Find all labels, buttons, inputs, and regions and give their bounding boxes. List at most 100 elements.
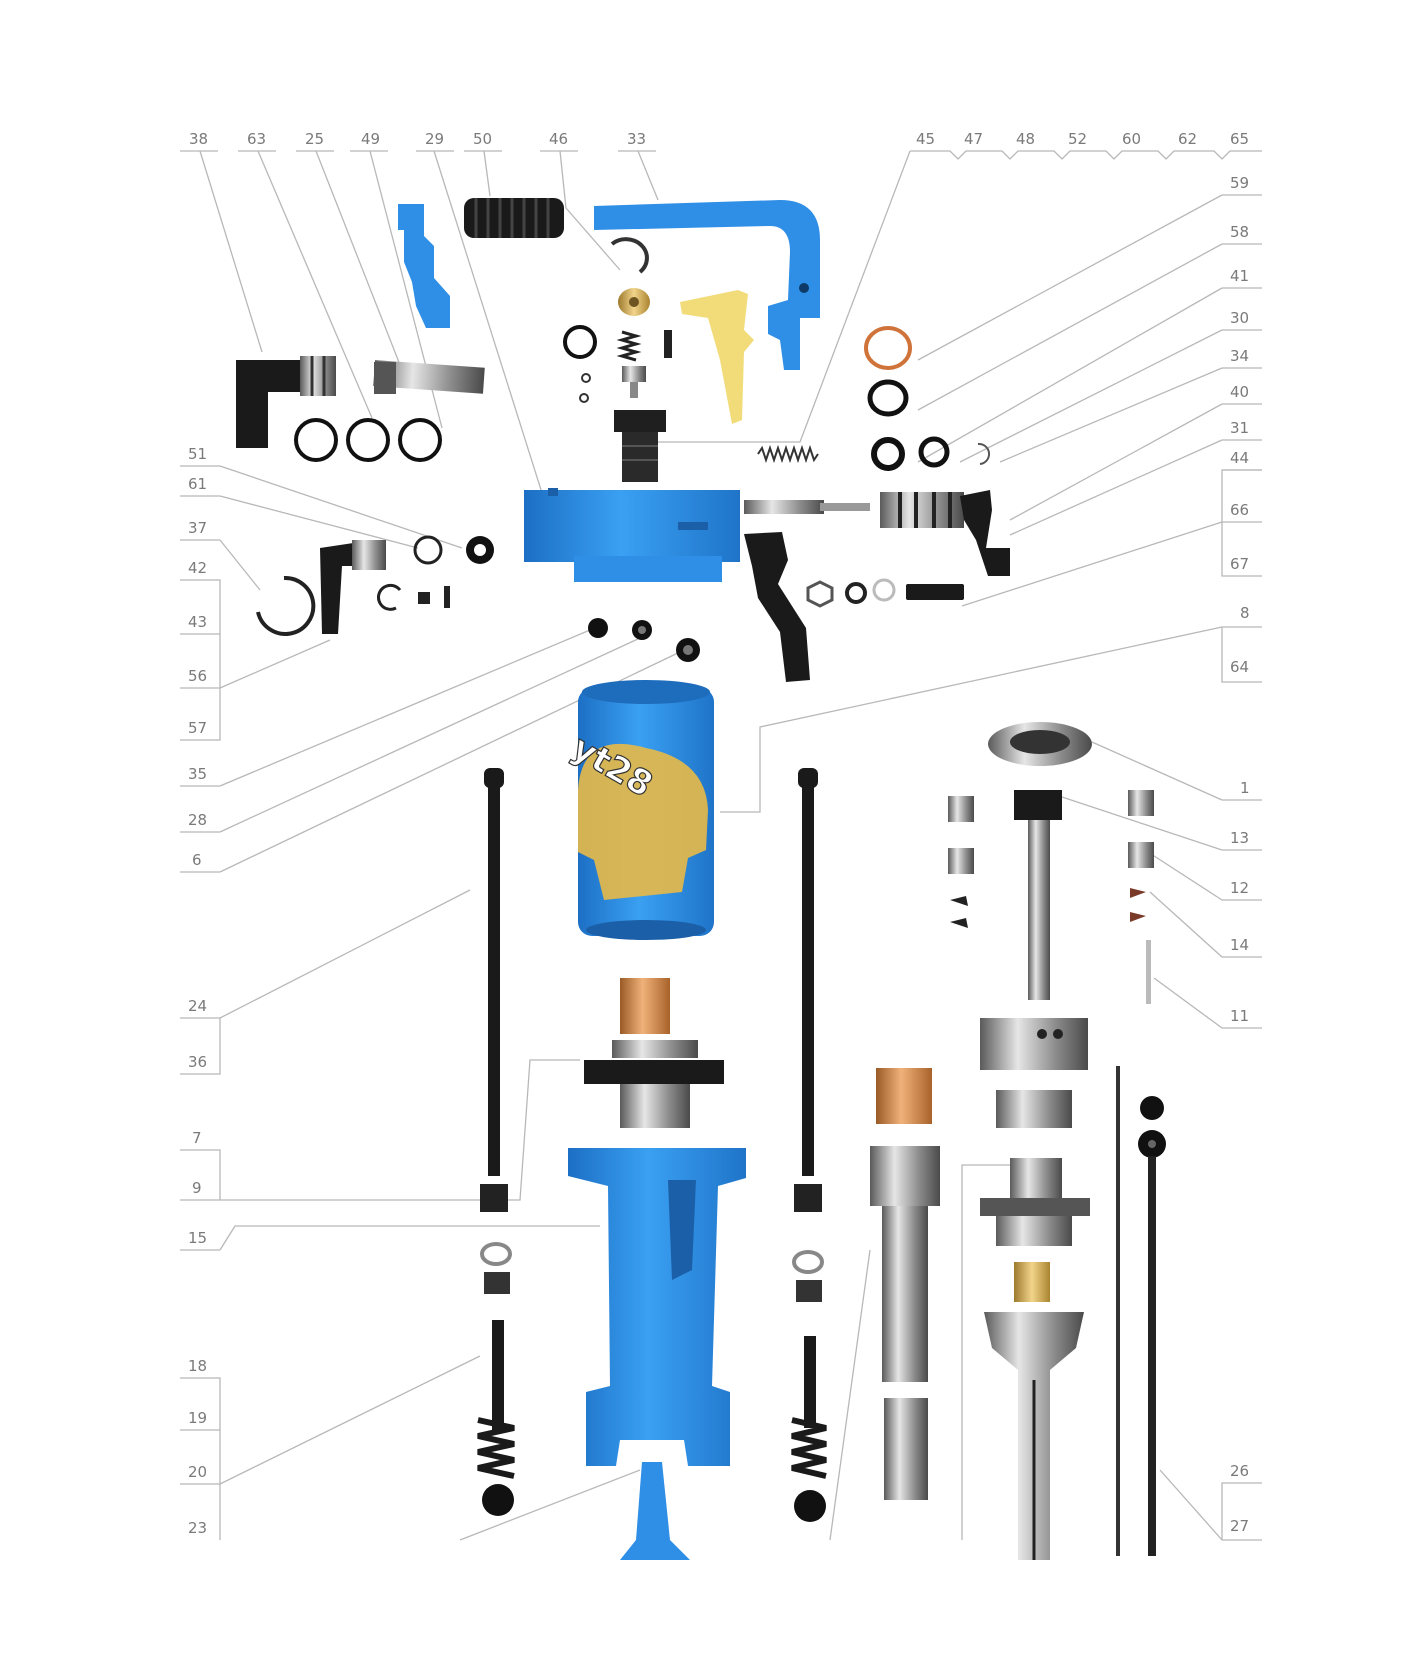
- label-49: 49: [361, 130, 381, 148]
- label-35: 35: [188, 765, 208, 783]
- label-7: 7: [192, 1129, 202, 1147]
- blue-cylinder-head-part: [524, 488, 740, 582]
- label-25: 25: [305, 130, 325, 148]
- valve-part: [614, 410, 666, 482]
- air-elbow-part: [236, 356, 336, 448]
- label-46: 46: [549, 130, 569, 148]
- o-ring-part: [346, 418, 390, 462]
- leader-lines: [180, 150, 1262, 1541]
- label-33: 33: [627, 130, 647, 148]
- label-31: 31: [1230, 419, 1250, 437]
- collar-part: [996, 1090, 1072, 1128]
- label-56: 56: [188, 667, 208, 685]
- label-9: 9: [192, 1179, 202, 1197]
- chuck-tube-part: [870, 1146, 940, 1206]
- label-6: 6: [192, 851, 202, 869]
- tie-bolt-part: [480, 768, 508, 1212]
- label-40: 40: [1230, 383, 1250, 401]
- steel-shaft-part: [373, 360, 485, 394]
- bearing-part: [988, 722, 1092, 766]
- spring-retainer-part: [477, 1242, 515, 1516]
- valve-stem-part: [744, 500, 870, 514]
- label-15: 15: [188, 1229, 208, 1247]
- label-11: 11: [1230, 1007, 1250, 1025]
- label-60: 60: [1122, 130, 1142, 148]
- label-20: 20: [188, 1463, 208, 1481]
- piston-part: [984, 1312, 1084, 1560]
- o-ring-part: [398, 418, 442, 462]
- label-19: 19: [188, 1409, 208, 1427]
- guide-sleeve-part: [584, 1040, 724, 1128]
- label-52: 52: [1068, 130, 1088, 148]
- label-41: 41: [1230, 267, 1250, 285]
- o-ring-part: [867, 379, 909, 417]
- yt28-decal: yt28: [564, 727, 708, 900]
- snap-ring-part: [610, 237, 649, 274]
- small-spring-part: [616, 330, 642, 362]
- o-ring-part: [563, 325, 597, 359]
- copper-ring-part: [864, 326, 912, 370]
- label-18: 18: [188, 1357, 208, 1375]
- chuck-part: [980, 1158, 1090, 1246]
- label-62: 62: [1178, 130, 1198, 148]
- thin-rod-part: [1116, 1066, 1120, 1556]
- copper-nut-part: [876, 1068, 932, 1124]
- label-28: 28: [188, 811, 208, 829]
- label-14: 14: [1230, 936, 1250, 954]
- label-23: 23: [188, 1519, 208, 1537]
- label-47: 47: [964, 130, 984, 148]
- label-51: 51: [188, 445, 208, 463]
- trigger-part: [680, 290, 754, 424]
- snap-ring-part: [256, 575, 316, 636]
- o-ring-part: [294, 418, 338, 462]
- spring-retainer-part: [791, 1250, 827, 1522]
- label-8: 8: [1240, 604, 1250, 622]
- blue-lever-part: [398, 204, 450, 328]
- label-50: 50: [473, 130, 493, 148]
- label-59: 59: [1230, 174, 1250, 192]
- label-42: 42: [188, 559, 208, 577]
- blue-handle-part: [594, 200, 820, 370]
- label-38: 38: [189, 130, 209, 148]
- label-13: 13: [1230, 829, 1250, 847]
- rubber-sleeve-part: [464, 198, 564, 238]
- blue-front-head-part: [568, 1148, 746, 1560]
- label-44: 44: [1230, 449, 1250, 467]
- label-27: 27: [1230, 1517, 1250, 1535]
- label-29: 29: [425, 130, 445, 148]
- copper-bushing-part: [620, 978, 670, 1034]
- label-37: 37: [188, 519, 208, 537]
- label-12: 12: [1230, 879, 1250, 897]
- small-elbow-part: [320, 540, 386, 634]
- label-26: 26: [1230, 1462, 1250, 1480]
- label-1: 1: [1240, 779, 1250, 797]
- label-66: 66: [1230, 501, 1250, 519]
- label-64: 64: [1230, 658, 1250, 676]
- label-65: 65: [1230, 130, 1250, 148]
- label-67: 67: [1230, 555, 1250, 573]
- rotary-valve-part: [880, 490, 1010, 576]
- label-30: 30: [1230, 309, 1250, 327]
- tie-bolt-part: [794, 768, 822, 1212]
- label-48: 48: [1016, 130, 1036, 148]
- water-tube-part: [1148, 1156, 1156, 1556]
- small-pin-part: [664, 330, 672, 358]
- hex-nut-part: [806, 580, 834, 608]
- rifle-bar-part: [1014, 790, 1062, 1000]
- label-58: 58: [1230, 223, 1250, 241]
- label-63: 63: [247, 130, 267, 148]
- screw-part: [906, 584, 964, 600]
- label-36: 36: [188, 1053, 208, 1071]
- brass-bushing-part: [1014, 1262, 1050, 1302]
- black-lever-part: [744, 532, 810, 682]
- ratchet-ring-part: [980, 1018, 1088, 1070]
- long-spring-part: [757, 444, 819, 464]
- label-24: 24: [188, 997, 208, 1015]
- label-45: 45: [916, 130, 936, 148]
- label-57: 57: [188, 719, 208, 737]
- label-34: 34: [1230, 347, 1250, 365]
- label-61: 61: [188, 475, 208, 493]
- label-43: 43: [188, 613, 208, 631]
